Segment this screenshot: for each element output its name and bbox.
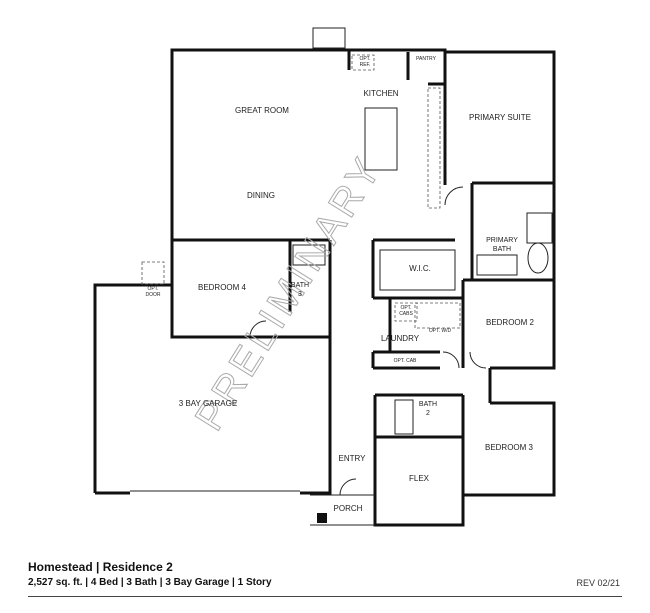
primary-tub	[527, 242, 549, 274]
label-flex: FLEX	[409, 474, 430, 483]
label-laundry: LAUNDRY	[381, 334, 420, 343]
walls	[93, 48, 556, 527]
label-primary-suite: PRIMARY SUITE	[469, 113, 531, 122]
label-bedroom-2: BEDROOM 2	[486, 318, 535, 327]
label-opt-ref-2: REF.	[360, 62, 371, 68]
label-primary-bath-2: BATH	[493, 246, 511, 253]
label-bath2-1: BATH	[419, 401, 437, 408]
opt-ref-area	[351, 54, 375, 71]
primary-vanity	[476, 254, 518, 276]
bath3-tub	[292, 244, 326, 266]
kitchen-counter	[427, 87, 441, 209]
label-opt-ref-1: OPT.	[359, 56, 370, 62]
label-garage: 3 BAY GARAGE	[179, 399, 237, 408]
shower	[526, 212, 553, 244]
revision-label: REV 02/21	[576, 578, 620, 588]
bath2-tub	[394, 399, 414, 435]
kitchen-island	[364, 107, 398, 171]
opt-cabs-area	[394, 302, 418, 322]
label-primary-bath-1: PRIMARY	[486, 237, 518, 244]
label-bedroom-4: BEDROOM 4	[198, 283, 247, 292]
label-dining: DINING	[247, 191, 275, 200]
label-wic: W.I.C.	[409, 264, 431, 273]
preliminary-watermark: PRELIMINARY	[187, 148, 391, 438]
label-pantry: PANTRY	[416, 56, 436, 62]
label-opt-cab: OPT. CAB	[394, 358, 417, 364]
opt-door-area	[141, 261, 165, 285]
label-bath2-2: 2	[426, 410, 430, 417]
label-opt-door-1: OPT.	[147, 286, 158, 292]
label-opt-wd: OPT. W/D	[429, 328, 452, 334]
label-kitchen: KITCHEN	[363, 89, 398, 98]
wic-shelving	[379, 249, 456, 291]
label-porch: PORCH	[334, 504, 363, 513]
label-bedroom-3: BEDROOM 3	[485, 443, 534, 452]
footer-divider	[28, 596, 622, 597]
plan-title: Homestead | Residence 2	[28, 560, 173, 574]
plan-specs: 2,527 sq. ft. | 4 Bed | 3 Bath | 3 Bay G…	[28, 577, 272, 588]
label-opt-door-2: DOOR	[146, 292, 161, 298]
fixtures	[141, 54, 553, 523]
label-opt-cabs-2: CABS	[399, 311, 413, 317]
label-great-room: GREAT ROOM	[235, 106, 289, 115]
label-entry: ENTRY	[339, 454, 367, 463]
room-labels: GREAT ROOM KITCHEN PRIMARY SUITE DINING …	[146, 56, 535, 513]
label-opt-cabs-1: OPT.	[400, 305, 411, 311]
label-bath3-1: BATH	[291, 282, 309, 289]
opt-wd-area	[414, 302, 461, 329]
label-bath3-2: 3	[298, 291, 302, 298]
chimney	[312, 27, 346, 49]
